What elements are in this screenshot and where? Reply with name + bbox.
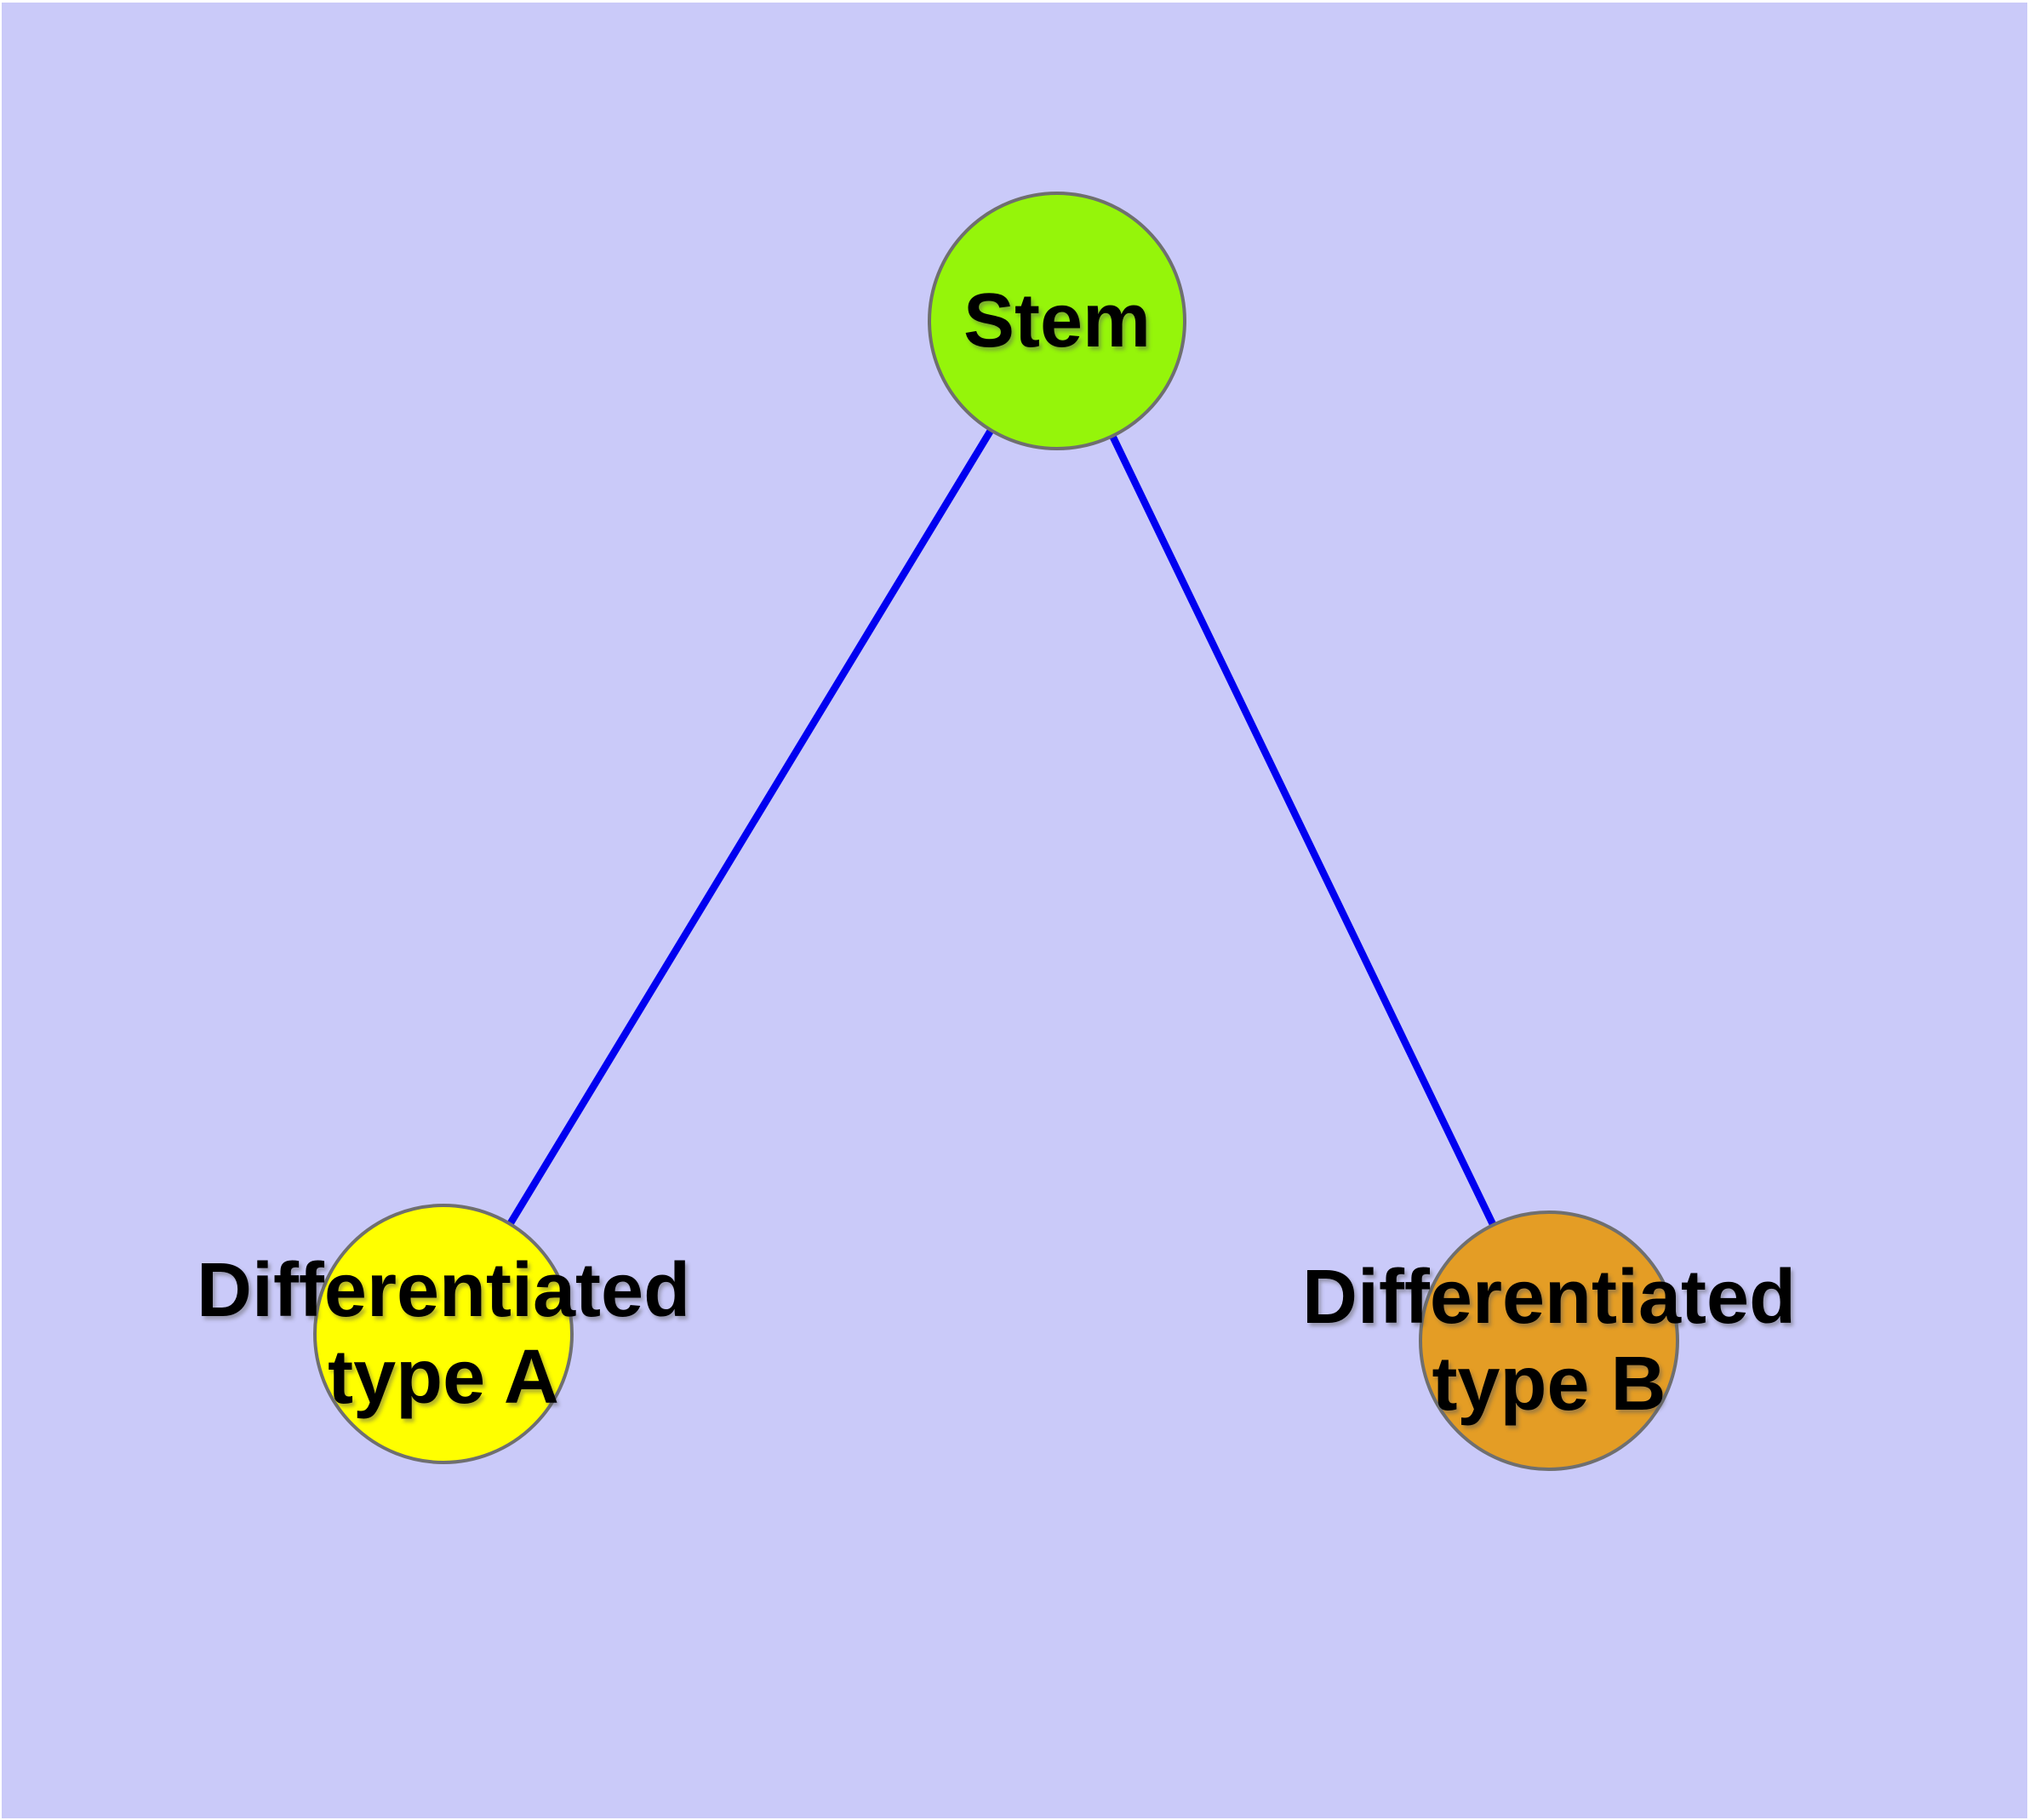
node-label-line: Stem [963, 278, 1152, 363]
node-stem-label: Stem [963, 278, 1151, 364]
diagram-canvas: Stem Differentiated type A Differentiate… [2, 3, 2027, 1818]
node-differentiated-type-b: Differentiated type B [1302, 1210, 1796, 1471]
node-differentiated-type-a: Differentiated type A [197, 1204, 690, 1464]
node-label-line: type B [1432, 1342, 1666, 1427]
node-differentiated-type-b-label: Differentiated type B [1302, 1254, 1796, 1428]
node-differentiated-type-a-label: Differentiated type A [197, 1247, 690, 1421]
node-label-line: type A [328, 1335, 559, 1420]
edge-stem-to-differentiated-type-b [1054, 319, 1552, 1342]
edge-stem-to-differentiated-type-a [440, 318, 1060, 1336]
node-label-line: Differentiated [196, 1248, 691, 1333]
node-stem: Stem [928, 192, 1186, 450]
node-label-line: Differentiated [1301, 1255, 1797, 1340]
edges-layer [440, 318, 1552, 1342]
